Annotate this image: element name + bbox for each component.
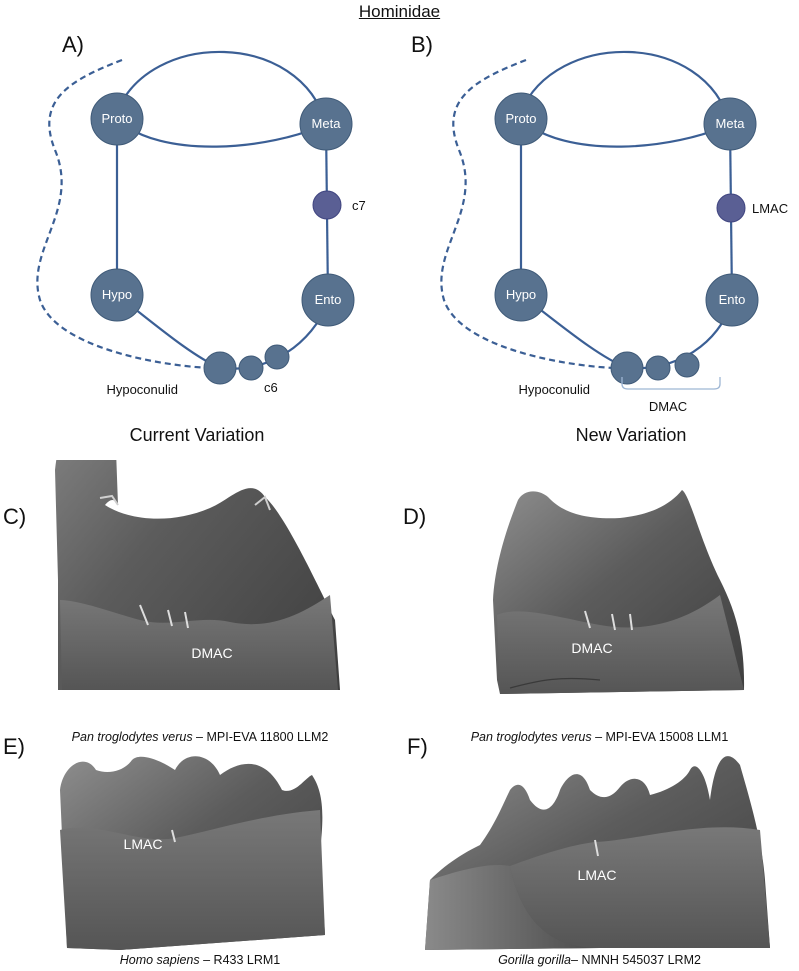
panel-a-c7-cusp	[312, 190, 342, 220]
panel-a-diagram: Proto Meta Hypo Ento c7 Hypoconulid c6	[36, 50, 366, 397]
panel-a-ento-label: Ento	[315, 292, 342, 307]
tooth-f-side-face	[425, 864, 600, 950]
panel-a-crest-top	[115, 50, 328, 125]
panel-e-label: E)	[3, 734, 25, 759]
panel-b-hypoconulid-label: Hypoconulid	[518, 382, 590, 397]
tooth-c-cusp-tip-left	[99, 494, 119, 506]
tooth-d-crack	[509, 677, 601, 689]
panel-b-hypoconulid-cusp	[610, 351, 644, 385]
panel-b-crest-middle	[520, 118, 731, 148]
panel-b-label: B)	[411, 32, 433, 57]
panel-b-hypoconid-cusp	[494, 268, 548, 322]
panel-a-c6-label: c6	[264, 380, 278, 395]
tooth-d: DMAC	[493, 490, 745, 694]
panel-a-proto-label: Proto	[101, 111, 132, 126]
panel-b-entoconid-cusp	[705, 273, 759, 327]
panel-d-caption: Pan troglodytes verus – MPI-EVA 15008 LL…	[400, 730, 799, 744]
tooth-e-lmac-ridge	[171, 829, 176, 843]
panel-a-metaconid-cusp	[299, 97, 353, 151]
panel-b-dmac-cusp-2	[674, 352, 700, 378]
panel-b-ento-label: Ento	[719, 292, 746, 307]
panel-a-dashed-outline	[36, 58, 211, 370]
figure-title: Hominidae	[358, 2, 441, 21]
tooth-d-dmac-ridges	[584, 610, 633, 631]
tooth-c-front-face	[60, 595, 338, 690]
panel-c-caption: Pan troglodytes verus – MPI-EVA 11800 LL…	[0, 730, 400, 744]
panel-a-hypoconid-cusp	[90, 268, 144, 322]
panel-f-label: F)	[407, 734, 428, 759]
panel-f-caption: Gorilla gorilla– NMNH 545037 LRM2	[400, 953, 799, 967]
panel-c-specimen: – MPI-EVA 11800 LLM2	[192, 730, 329, 744]
tooth-f: LMAC	[425, 756, 770, 950]
panel-e-specimen: – R433 LRM1	[199, 953, 281, 967]
panel-b-proto-label: Proto	[505, 111, 536, 126]
panel-b-metaconid-cusp	[703, 97, 757, 151]
panel-b-diagram: Proto Meta Hypo Ento LMAC Hypoconulid DM…	[440, 50, 788, 414]
panel-b-lmac-cusp	[716, 193, 746, 223]
tooth-c-label: DMAC	[191, 645, 232, 661]
panel-a-hypoconulid-cusp	[203, 351, 237, 385]
panel-a-hypo-label: Hypo	[102, 287, 132, 302]
panel-a-meta-label: Meta	[312, 116, 342, 131]
tooth-c-cusp-tip-right	[254, 495, 271, 511]
panel-b-dmac-cusp-1	[645, 355, 671, 381]
tooth-c-dmac-ridges	[139, 604, 189, 629]
panel-a-entoconid-cusp	[301, 273, 355, 327]
panel-d-specimen: – MPI-EVA 15008 LLM1	[591, 730, 729, 744]
panel-a-crest-middle	[116, 118, 327, 148]
panel-b-subtitle: New Variation	[575, 425, 687, 445]
tooth-f-lmac-ridge	[594, 839, 599, 857]
panel-a-protoconid-cusp	[90, 92, 144, 146]
tooth-e: LMAC	[60, 756, 325, 950]
panel-a-hypoconulid-label: Hypoconulid	[106, 382, 178, 397]
panel-b-dmac-bracket	[621, 377, 721, 390]
panel-f-specimen: – NMNH 545037 LRM2	[571, 953, 701, 967]
cusp-diagrams: Proto Meta Hypo Ento c7 Hypoconulid c6	[36, 50, 788, 414]
tooth-e-front-face	[60, 810, 325, 950]
panel-a-c6-cusp-2	[264, 344, 290, 370]
panel-b-hypo-label: Hypo	[506, 287, 536, 302]
tooth-e-label: LMAC	[124, 836, 163, 852]
tooth-f-front-face	[510, 827, 770, 948]
panel-e-caption: Homo sapiens – R433 LRM1	[0, 953, 400, 967]
panel-a-label: A)	[62, 32, 84, 57]
panel-b-dmac-label: DMAC	[649, 399, 687, 414]
panel-a-subtitle: Current Variation	[129, 425, 265, 445]
panel-d-species: Pan troglodytes verus	[470, 730, 592, 744]
panel-b-meta-label: Meta	[716, 116, 746, 131]
panel-a-c6-cusp-1	[238, 355, 264, 381]
tooth-d-front-face	[497, 595, 744, 694]
tooth-c: DMAC	[55, 460, 340, 690]
tooth-renderings: DMAC DMAC LMAC LMAC	[55, 460, 770, 950]
panel-b-crest-top	[519, 50, 732, 125]
tooth-d-label: DMAC	[571, 640, 612, 656]
panel-a-c7-label: c7	[352, 198, 366, 213]
panel-e-species: Homo sapiens	[119, 953, 200, 967]
panel-d-label: D)	[403, 504, 427, 529]
panel-f-species: Gorilla gorilla	[498, 953, 572, 967]
panel-b-dashed-outline	[440, 58, 615, 370]
panel-b-lmac-label: LMAC	[752, 201, 788, 216]
panel-c-label: C)	[3, 504, 27, 529]
panel-c-species: Pan troglodytes verus	[71, 730, 193, 744]
tooth-f-label: LMAC	[578, 867, 617, 883]
panel-b-protoconid-cusp	[494, 92, 548, 146]
